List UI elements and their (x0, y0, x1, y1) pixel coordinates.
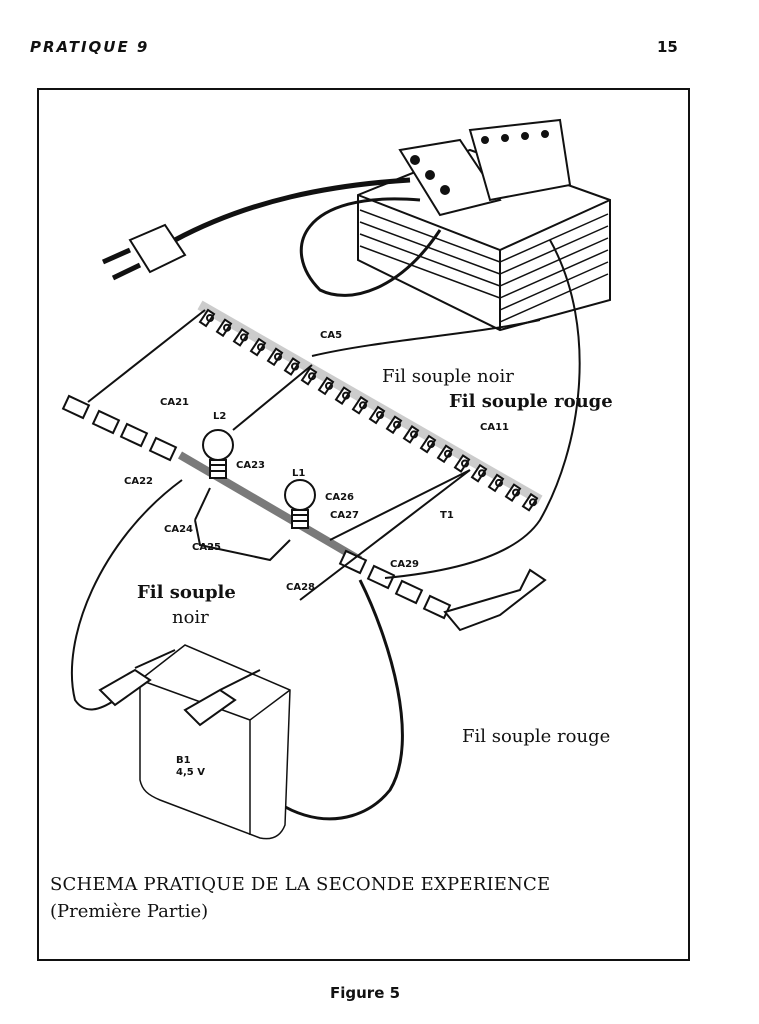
solder-lug-hole (393, 420, 401, 429)
label-b1-voltage: 4,5 V (176, 767, 205, 778)
mains-plug (101, 177, 442, 297)
bulb-l1 (284, 479, 316, 529)
solder-lug-hole (274, 352, 282, 361)
section-header: PRATIQUE 9 (30, 38, 150, 56)
label-b1: B1 (176, 755, 191, 766)
solder-lug-hole (529, 498, 537, 507)
solder-lug-hole (495, 478, 503, 487)
figure-frame (37, 88, 690, 961)
wire-label-top-black: Fil souple noir (382, 366, 514, 387)
solder-lug-hole (223, 323, 231, 332)
label-ca23: CA23 (236, 460, 265, 471)
wires (70, 239, 581, 821)
label-ca11: CA11 (480, 422, 509, 433)
label-ca29: CA29 (390, 559, 419, 570)
solder-lug-hole (291, 362, 299, 371)
solder-lug-hole (478, 469, 486, 478)
label-ca26: CA26 (325, 492, 354, 503)
bulb-l2 (202, 429, 234, 479)
wire-label-left-black-2: noir (172, 607, 209, 628)
solder-lug-hole (342, 391, 350, 400)
solder-lug-hole (461, 459, 469, 468)
solder-lug-hole (512, 488, 520, 497)
label-t1: T1 (440, 510, 454, 521)
page-number: 15 (657, 38, 678, 56)
label-ca22: CA22 (124, 476, 153, 487)
figure-caption-title: SCHEMA PRATIQUE DE LA SECONDE EXPERIENCE (50, 874, 551, 895)
solder-lug-hole (240, 333, 248, 342)
solder-lug-hole (308, 372, 316, 381)
label-ca27: CA27 (330, 510, 359, 521)
solder-lug-hole (444, 449, 452, 458)
battery-b1 (98, 644, 291, 840)
figure-caption-subtitle: (Première Partie) (50, 901, 209, 922)
transformer (357, 118, 611, 332)
terminal-strip-top (197, 300, 543, 512)
label-ca5: CA5 (320, 330, 343, 341)
label-ca28: CA28 (286, 582, 315, 593)
solder-lug-hole (427, 440, 435, 449)
solder-lug-hole (206, 314, 214, 322)
label-ca21: CA21 (160, 397, 189, 408)
solder-lug-hole (257, 343, 265, 352)
solder-lug-hole (376, 411, 384, 419)
solder-lug-hole (410, 430, 418, 439)
wire-label-left-black-1: Fil souple (137, 582, 236, 603)
label-ca25: CA25 (192, 542, 221, 553)
label-l1: L1 (292, 468, 306, 479)
label-ca24: CA24 (164, 524, 193, 535)
solder-lug-hole (359, 401, 367, 410)
wire-label-top-red: Fil souple rouge (449, 391, 613, 412)
label-l2: L2 (213, 411, 227, 422)
wire-label-bottom-red: Fil souple rouge (462, 726, 611, 747)
figure-number: Figure 5 (330, 984, 401, 1002)
solder-lug-hole (325, 381, 333, 390)
